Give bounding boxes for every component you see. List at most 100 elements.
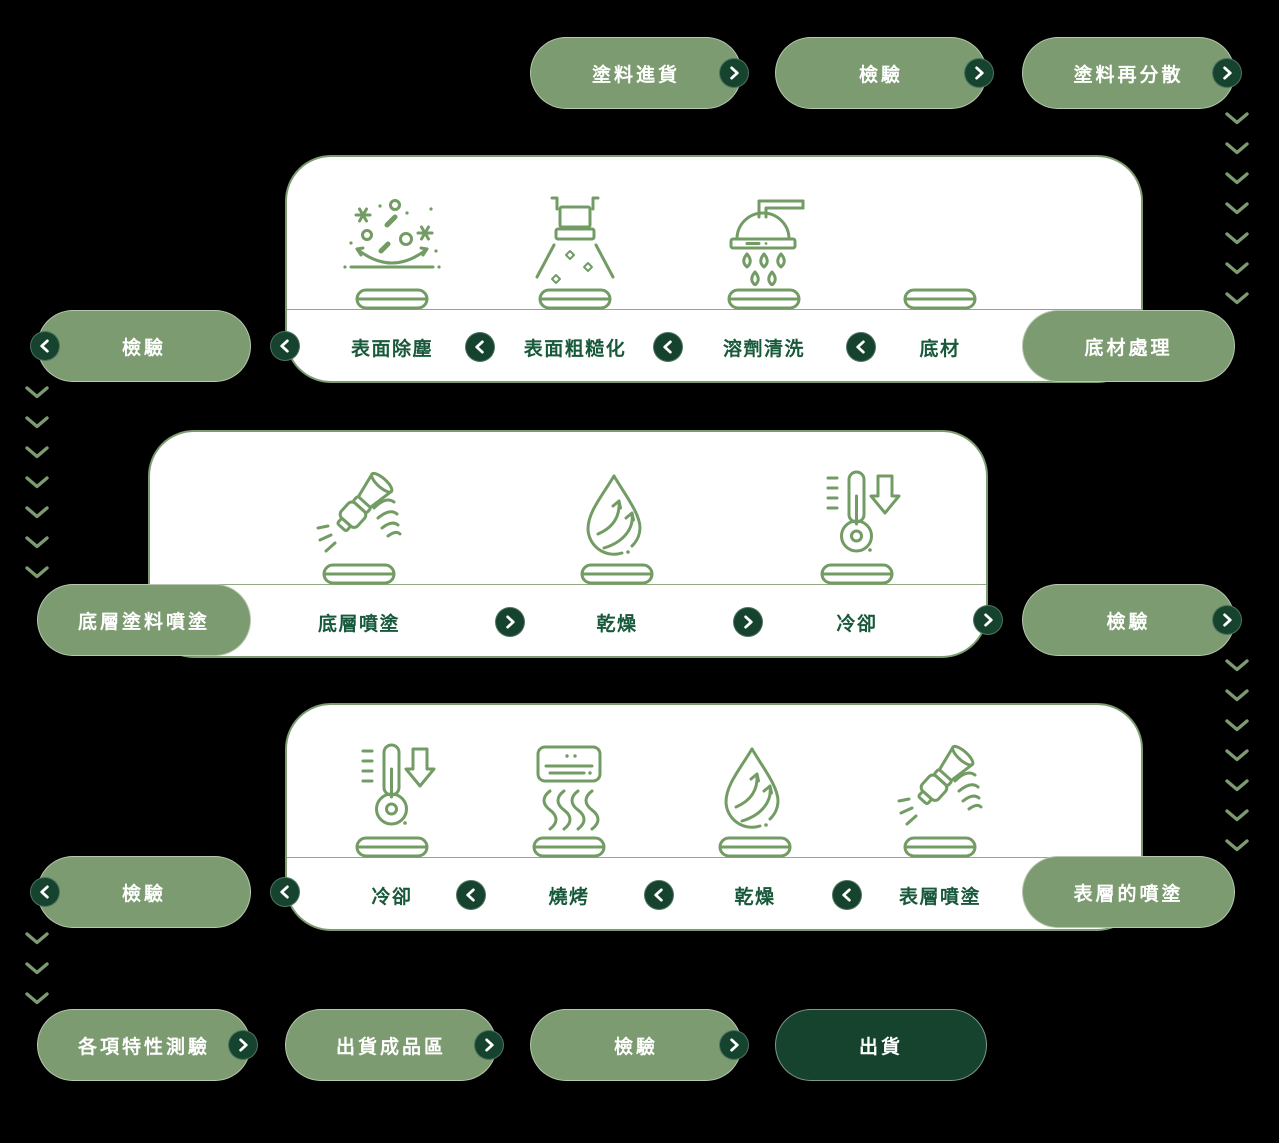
spray-gun-icon xyxy=(304,466,414,566)
arrow-right-icon xyxy=(495,607,525,637)
chevron-down-icon xyxy=(25,536,49,549)
node-inspection-row3: 檢驗 xyxy=(30,856,251,928)
arrow-right-icon xyxy=(719,1030,749,1060)
station-label: 冷卻 xyxy=(836,613,878,635)
node-label: 檢驗 xyxy=(1106,611,1151,633)
base-coat-panel: 底層噴塗 乾燥 xyxy=(148,430,988,658)
node-base-coat-spraying: 底層塗料噴塗 xyxy=(37,584,251,656)
substrate-plate-icon xyxy=(322,563,396,590)
node-inspection-row2: 檢驗 xyxy=(1022,584,1242,656)
node-shipping: 出貨 xyxy=(775,1009,987,1081)
node-substrate-treatment: 底材處理 xyxy=(1022,310,1235,382)
conveyor-line xyxy=(287,309,1141,310)
chevron-down-icon xyxy=(1225,232,1249,245)
node-label: 塗料再分散 xyxy=(1073,64,1184,86)
chevron-down-icon xyxy=(25,932,49,945)
station-label: 表層噴塗 xyxy=(898,886,981,908)
chevron-down-icon xyxy=(1225,262,1249,275)
station-label: 溶劑清洗 xyxy=(722,338,805,360)
flow-down-arrows-left-1 xyxy=(25,386,49,579)
chevron-down-icon xyxy=(1225,659,1249,672)
station-label: 乾燥 xyxy=(734,886,776,908)
arrow-right-icon xyxy=(474,1030,504,1060)
conveyor-line xyxy=(150,584,986,585)
top-coat-panel: 冷卻 燒烤 xyxy=(285,703,1143,931)
node-label: 塗料進貨 xyxy=(591,64,680,86)
chevron-down-icon xyxy=(25,386,49,399)
drying-drop-icon xyxy=(562,466,672,566)
arrow-right-icon xyxy=(228,1030,258,1060)
drying-drop-icon xyxy=(700,739,810,839)
substrate-plate-icon xyxy=(903,288,977,315)
conveyor-line xyxy=(287,857,1141,858)
node-label: 表層的噴塗 xyxy=(1073,883,1184,905)
substrate-plate-icon xyxy=(355,836,429,863)
chevron-down-icon xyxy=(25,992,49,1005)
station-label: 表面粗糙化 xyxy=(523,338,627,360)
cooling-thermometer-icon xyxy=(337,739,447,839)
substrate-plate-icon xyxy=(538,288,612,315)
arrow-left-icon xyxy=(832,880,862,910)
arrow-left-icon xyxy=(653,332,683,362)
station-label: 冷卻 xyxy=(371,886,413,908)
station-label: 底材 xyxy=(919,338,961,360)
node-label: 檢驗 xyxy=(121,337,166,359)
arrow-left-icon xyxy=(270,877,300,907)
arrow-left-icon xyxy=(456,880,486,910)
station-label: 乾燥 xyxy=(596,613,638,635)
node-label: 檢驗 xyxy=(858,64,903,86)
chevron-down-icon xyxy=(25,416,49,429)
substrate-plate-icon xyxy=(580,563,654,590)
arrow-left-icon xyxy=(270,331,300,361)
substrate-plate-icon xyxy=(718,836,792,863)
substrate-plate-icon xyxy=(903,836,977,863)
arrow-left-icon xyxy=(846,332,876,362)
arrow-right-icon xyxy=(719,58,749,88)
shower-wash-icon xyxy=(709,191,819,291)
node-finished-goods-area: 出貨成品區 xyxy=(285,1009,504,1081)
arrow-left-icon xyxy=(465,332,495,362)
chevron-down-icon xyxy=(1225,689,1249,702)
chevron-down-icon xyxy=(25,962,49,975)
chevron-down-icon xyxy=(1225,779,1249,792)
substrate-plate-icon xyxy=(355,288,429,315)
chevron-down-icon xyxy=(1225,142,1249,155)
node-label: 檢驗 xyxy=(121,883,166,905)
baking-heater-icon xyxy=(514,739,624,839)
chevron-down-icon xyxy=(1225,202,1249,215)
node-label: 底材處理 xyxy=(1084,337,1173,359)
node-paint-redispersion: 塗料再分散 xyxy=(1022,37,1242,109)
flow-down-arrows-right-1 xyxy=(1225,112,1249,305)
arrow-left-icon xyxy=(30,331,60,361)
cooling-thermometer-icon xyxy=(802,466,912,566)
node-inspection-top: 檢驗 xyxy=(775,37,994,109)
arrow-right-icon xyxy=(964,58,994,88)
arrow-right-icon xyxy=(1212,58,1242,88)
arrow-right-icon xyxy=(733,607,763,637)
chevron-down-icon xyxy=(1225,809,1249,822)
arrow-right-icon xyxy=(973,605,1003,635)
node-inspection-final: 檢驗 xyxy=(530,1009,749,1081)
chevron-down-icon xyxy=(25,446,49,459)
chevron-down-icon xyxy=(25,566,49,579)
node-property-tests: 各項特性測驗 xyxy=(37,1009,258,1081)
arrow-left-icon xyxy=(644,880,674,910)
flow-down-arrows-left-2 xyxy=(25,932,49,1005)
node-label: 底層塗料噴塗 xyxy=(77,611,210,633)
chevron-down-icon xyxy=(1225,719,1249,732)
node-label: 出貨成品區 xyxy=(335,1036,446,1058)
chevron-down-icon xyxy=(1225,112,1249,125)
spray-gun-icon xyxy=(885,739,995,839)
station-label: 底層噴塗 xyxy=(317,613,400,635)
substrate-plate-icon xyxy=(820,563,894,590)
chevron-down-icon xyxy=(25,476,49,489)
node-top-coat-spraying: 表層的噴塗 xyxy=(1022,856,1235,928)
chevron-down-icon xyxy=(1225,292,1249,305)
station-label: 燒烤 xyxy=(548,886,590,908)
substrate-plate-icon xyxy=(532,836,606,863)
node-inspection-row1: 檢驗 xyxy=(30,310,251,382)
arrow-left-icon xyxy=(30,877,60,907)
chevron-down-icon xyxy=(1225,749,1249,762)
chevron-down-icon xyxy=(1225,172,1249,185)
